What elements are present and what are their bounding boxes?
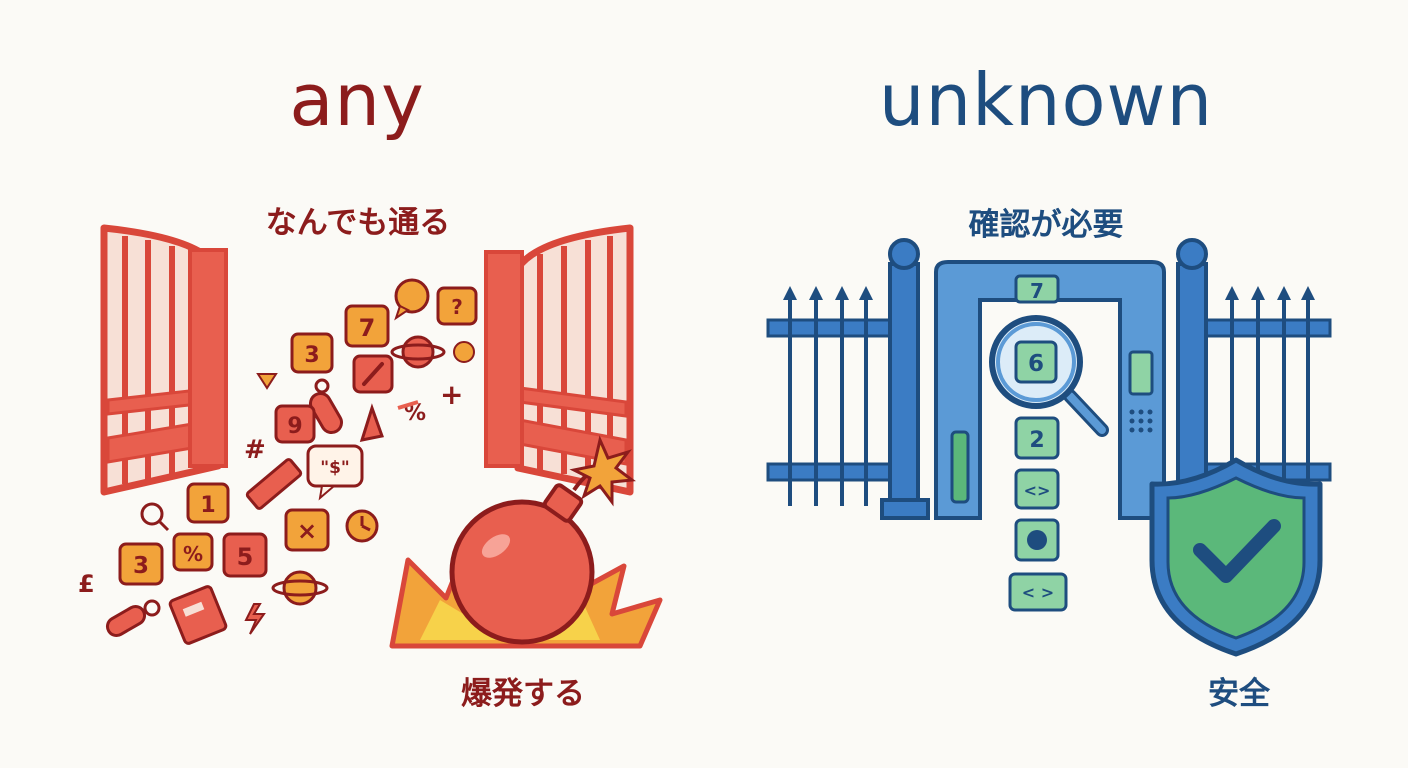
book-icon [168,585,228,645]
tile-1: 1 [186,482,230,524]
svg-text:< >: < > [1022,583,1054,602]
bomb-icon [449,435,636,645]
speech-bubble-dollar: "$" [306,444,364,501]
svg-text:1: 1 [200,493,215,518]
svg-text:%: % [183,542,203,566]
svg-text:<>: <> [1024,481,1051,500]
svg-text:"$": "$" [320,458,350,478]
queue-tile-7: 7 [1014,274,1060,304]
key-icon-2 [105,599,161,637]
spark-icon [569,435,636,507]
magnifier-small-icon [140,502,170,532]
slash-icon [397,400,419,410]
svg-text:5: 5 [237,543,254,571]
tile-9: 9 [274,404,316,444]
svg-text:7: 7 [1030,279,1044,303]
queue-tile-code: <> [1014,468,1060,510]
right-open-gate-icon [484,224,634,496]
planet-icon [390,335,446,369]
queue-tile-2: 2 [1014,416,1060,460]
any-caption-passes-anything: なんでも通る [265,205,451,241]
tile-7: 7 [344,304,390,348]
svg-text:6: 6 [1028,351,1044,377]
speech-bubble-icon [394,278,430,321]
pencil-icon [245,458,303,510]
tile-3b: 3 [118,542,164,586]
cone-icon [359,403,384,442]
pound-sign: £ [78,570,95,598]
gate-post-left [880,238,930,520]
metal-detector-gate-icon [934,260,1166,520]
queue-tile-dot [1014,518,1060,562]
tile-3: 3 [290,332,334,374]
plus-sign: + [440,378,463,411]
tile-x: × [284,508,330,552]
svg-text:3: 3 [304,343,319,368]
left-open-gate-icon [100,224,228,496]
hash-sign: # [244,435,266,465]
unknown-caption-needs-check: 確認が必要 [968,207,1124,243]
svg-text:×: × [297,517,317,545]
unknown-caption-safe: 安全 [1208,676,1270,712]
svg-text:7: 7 [359,314,376,342]
tile-percent: % [172,532,214,572]
planet-icon-2 [271,570,329,606]
any-title: any [289,58,425,142]
clock-icon [345,509,379,543]
tile-queue: 7 2 <> < > [1008,274,1068,612]
any-caption-explodes: 爆発する [461,676,585,712]
link-tile-icon [352,354,394,394]
bolt-icon [244,603,266,635]
magnifier-icon: 6 [989,315,1109,437]
percent-sign: % [404,401,426,426]
left-fence-icon [766,286,892,506]
svg-text:3: 3 [133,553,149,579]
unknown-title: unknown [878,58,1214,142]
queue-tile-code-b: < > [1008,572,1068,612]
svg-text:9: 9 [287,414,302,439]
tile-5: 5 [222,532,268,578]
svg-text:?: ? [451,295,463,319]
shield-check-icon [1149,457,1323,657]
triangle-icon [256,373,278,390]
speech-bubble-question: ? [436,286,478,326]
dot-icon [453,341,475,363]
svg-text:2: 2 [1029,428,1044,453]
gate-post-right [1168,238,1218,520]
key-icon [309,378,343,435]
